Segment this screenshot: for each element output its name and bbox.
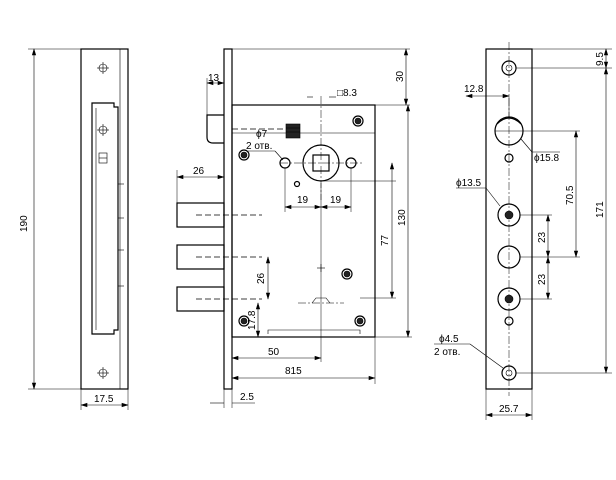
- side-plate-view: 9.5 12.8 ϕ15.8 ϕ13.5 70.5 171 23 23 ϕ4.5…: [434, 42, 612, 420]
- deadbolt-2: [176, 244, 262, 270]
- front-plate-latch-hole: [97, 124, 109, 136]
- bolt-depth-label: 26: [193, 166, 205, 177]
- front-plate-outline: [80, 48, 129, 390]
- backset-label: 50: [268, 347, 280, 358]
- spindle-offset-left-label: 19: [297, 195, 309, 206]
- hole-count-label: 2 отв.: [246, 141, 272, 152]
- screw-bottom-left: [238, 315, 250, 327]
- bolt-hole-diameter-label: ϕ13.5: [456, 178, 482, 189]
- bolt-pitch-2-label: 23: [537, 273, 548, 285]
- spindle-offset-right-label: 19: [330, 195, 342, 206]
- height-130-label: 130: [397, 209, 408, 226]
- small-hole-bottom: [504, 316, 514, 326]
- cylinder-to-bolt-label: 70.5: [565, 185, 576, 205]
- front-plate-mount-hole-bottom: [97, 367, 109, 379]
- bolt-offset-label: 13: [208, 73, 220, 84]
- spring-coil: [285, 123, 301, 139]
- height-77-label: 77: [380, 234, 391, 246]
- screw-bottom-right: [354, 315, 366, 327]
- front-plate-view: 190 17.5: [19, 48, 129, 410]
- lock-case: [231, 104, 376, 338]
- total-height-label: 171: [595, 201, 606, 218]
- screw-top-right: [352, 115, 364, 127]
- deadbolt-1: [176, 202, 262, 228]
- cylinder-diameter-label: ϕ15.8: [534, 153, 560, 164]
- body-depth-label: 815: [285, 366, 302, 377]
- cylinder-offset-label: 12.8: [464, 84, 484, 95]
- front-plate-height-label: 190: [19, 215, 30, 232]
- top-hole-label: 9.5: [595, 52, 606, 66]
- front-plate-width-label: 17.5: [94, 394, 114, 405]
- screw-hole-diameter-label: ϕ4.5: [439, 334, 459, 345]
- lock-face-plate: [223, 48, 233, 390]
- plate-width-label: 25.7: [499, 404, 519, 415]
- hole-diameter-label: ϕ7: [256, 129, 268, 140]
- plate-thickness-label: 2.5: [240, 392, 254, 403]
- internal-slider: [267, 329, 361, 334]
- top-offset-label: 30: [395, 70, 406, 82]
- deadbolt-3: [176, 286, 262, 312]
- front-plate-inner-recess: [91, 102, 119, 335]
- bolt-spacing-label: 26: [256, 272, 267, 284]
- latch-bolt: [206, 114, 224, 144]
- front-plate-mount-hole-top: [97, 62, 109, 74]
- screw-mid-right: [341, 268, 353, 280]
- small-hole-top: [504, 153, 514, 163]
- bottom-offset-label: 17.8: [247, 310, 258, 330]
- screw-mid-left: [238, 149, 250, 161]
- small-pin: [293, 180, 301, 188]
- bolt-pitch-1-label: 23: [537, 231, 548, 243]
- screw-hole-count-label: 2 отв.: [434, 347, 460, 358]
- spindle-square-label: □8.3: [337, 88, 357, 99]
- lock-body-view: 13 30 □8.3 ϕ7 2 отв. 19 19 26 26 77 130 …: [176, 48, 412, 408]
